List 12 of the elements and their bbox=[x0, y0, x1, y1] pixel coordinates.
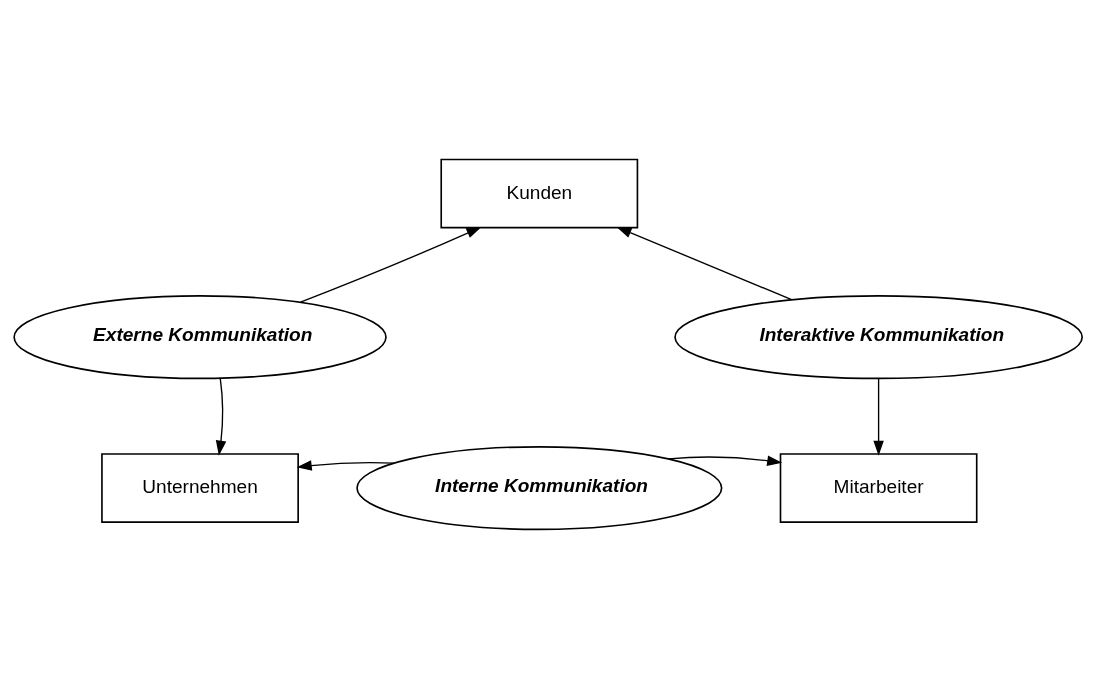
arrow bbox=[215, 377, 227, 456]
arrow bbox=[299, 226, 482, 303]
node-box: Mitarbeiter bbox=[779, 452, 978, 523]
arrow bbox=[296, 459, 395, 471]
arrow bbox=[873, 377, 884, 456]
node-box: Unternehmen bbox=[101, 452, 299, 523]
node-ellipse: Interaktive Kommunikation bbox=[674, 294, 1083, 379]
node-ellipse: Interne Kommunikation bbox=[356, 445, 723, 530]
node-box: Kunden bbox=[440, 158, 639, 228]
arrow bbox=[667, 455, 783, 466]
arrow bbox=[616, 226, 793, 300]
node-ellipse: Externe Kommunikation bbox=[13, 294, 387, 379]
